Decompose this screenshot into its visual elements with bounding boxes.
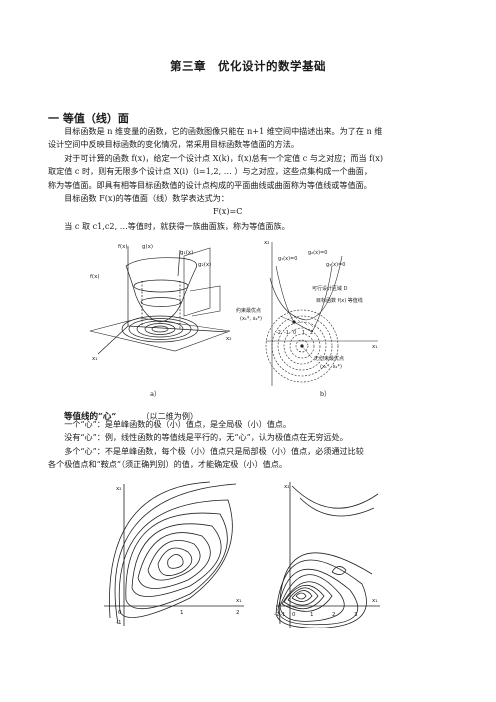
axis-label: x₁ — [92, 356, 97, 362]
region-label: 可行设计区域 D — [312, 285, 348, 292]
paragraph-line: 多个“心”：不是单峰函数，每个极（小）值点只是局部极（小）值点，必须通过比较 — [48, 445, 364, 456]
tick-label: -1 — [116, 620, 121, 626]
paragraph-line: 设计空间中反映目标函数的变化情况，常采用目标函数等值面的方法。 — [48, 139, 299, 150]
axis-label: x₂ — [264, 240, 269, 246]
figure-multi-center-contours: x₂ x₁ -2 -1 0 1 2 3 — [274, 482, 380, 628]
point-label: 约束最优点 — [236, 307, 261, 314]
subheading-row: 等值线的“心” （以二维为例） — [64, 404, 198, 423]
tick-label: 2 — [332, 612, 336, 618]
section-heading: 一 等值（线）面 — [48, 112, 129, 125]
paragraph-line: 各个极值点和“鞍点”（须正确判别）的值，才能确定极（小）值点。 — [48, 459, 287, 470]
tick-label: 2 — [236, 610, 240, 616]
paragraph-line: 目标函数是 n 维变量的函数，它的函数图像只能在 n+1 维空间中描述出来。为了… — [48, 126, 383, 136]
tick-label: 2 — [310, 330, 313, 336]
axis-label: x₂ — [116, 486, 121, 492]
paragraph-line: 目标函数 F(x)的等值面（线）数学表达式为： — [48, 193, 229, 204]
curve-label: g₂(x)=0 — [308, 250, 327, 256]
tick-label: -1 — [280, 612, 285, 618]
tick-label: -2 — [276, 330, 281, 336]
point-coords: (x₁*, x₂*) — [240, 316, 262, 322]
point-coords: (x₁*, x₂*) — [320, 364, 342, 370]
paragraph-line: 一个“心”：是单峰函数的极（小）值点，是全局极（小）值点。 — [48, 419, 291, 429]
paragraph-line: 对于可计算的函数 f(x)，给定一个设计点 X(k)，f(x)总有一个定值 c … — [48, 153, 384, 163]
axis-label: x₁ — [372, 598, 377, 604]
contour-label: 目标函数 f(x) 等值线 — [316, 297, 363, 304]
tick-label: 1 — [310, 612, 314, 618]
axis-label: x₁ — [236, 598, 241, 604]
axis-label: g(x) — [142, 244, 153, 250]
axis-label: f(x) — [118, 244, 127, 250]
curve-label: g₁(x) — [180, 250, 193, 256]
page-title: 第三章 优化设计的数学基础 — [170, 59, 326, 73]
point-label: 无约束最优点 — [314, 355, 344, 362]
curve-label: g₃(x)=0 — [326, 262, 345, 268]
curve-label: g₂(x) — [198, 262, 211, 268]
figure-single-center-contours: x₂ x₁ 0 1 2 -1 — [104, 481, 244, 626]
axis-label: x₂ — [226, 336, 231, 342]
tick-label: 1 — [302, 330, 305, 336]
paragraph-line: 没有“心”：例，线性函数的等值线是平行的，无“心”，认为极值点在无穷远处。 — [48, 432, 348, 443]
caption-a: a） — [150, 390, 160, 398]
formula: F(x)=C — [213, 206, 243, 216]
paragraph-2: 对于可计算的函数 f(x)，给定一个设计点 X(k)，f(x)总有一个定值 c … — [48, 152, 383, 206]
tick-label: 1 — [180, 610, 184, 616]
tick-label: -2 — [274, 612, 279, 618]
curve-label: f(x) — [90, 274, 99, 280]
subheading-note: （以二维为例） — [141, 411, 199, 421]
paragraph-1: 目标函数是 n 维变量的函数，它的函数图像只能在 n+1 维空间中描述出来。为了… — [48, 125, 382, 152]
subheading: 等值线的“心” — [64, 412, 117, 422]
tick-label: 3 — [354, 612, 358, 618]
axis-label: x₂ — [284, 484, 289, 490]
figure-1a — [89, 246, 231, 355]
paragraph-3: 当 c 取 c1,c2, …等值时，就获得一族曲面族，称为等值面族。 — [48, 221, 290, 231]
figure-1b — [265, 242, 378, 386]
figure-contour-surfaces: f(x) g(x) g₁(x) g₂(x) f(x) x₁ x₂ a） x₂ g… — [89, 240, 378, 398]
axis-label: x₁ — [372, 344, 377, 350]
paragraph-line: 称为等值面。即具有相等目标函数值的设计点构成的平面曲线或曲面称为等值线或等值面。 — [48, 179, 372, 190]
paragraph-line: 取定值 c 时，则有无限多个设计点 X(i)（i=1,2, … ）与之对应，这些… — [48, 166, 372, 177]
caption-b: b） — [320, 390, 331, 398]
tick-label: 0 — [118, 610, 122, 616]
curve-label: g₁(x)=0 — [278, 256, 297, 262]
tick-label: 0 — [292, 612, 296, 618]
tick-label: 0 — [293, 330, 296, 336]
tick-label: -1 — [284, 330, 289, 336]
paragraph-4: 一个“心”：是单峰函数的极（小）值点，是全局极（小）值点。 没有“心”：例，线性… — [48, 418, 364, 472]
